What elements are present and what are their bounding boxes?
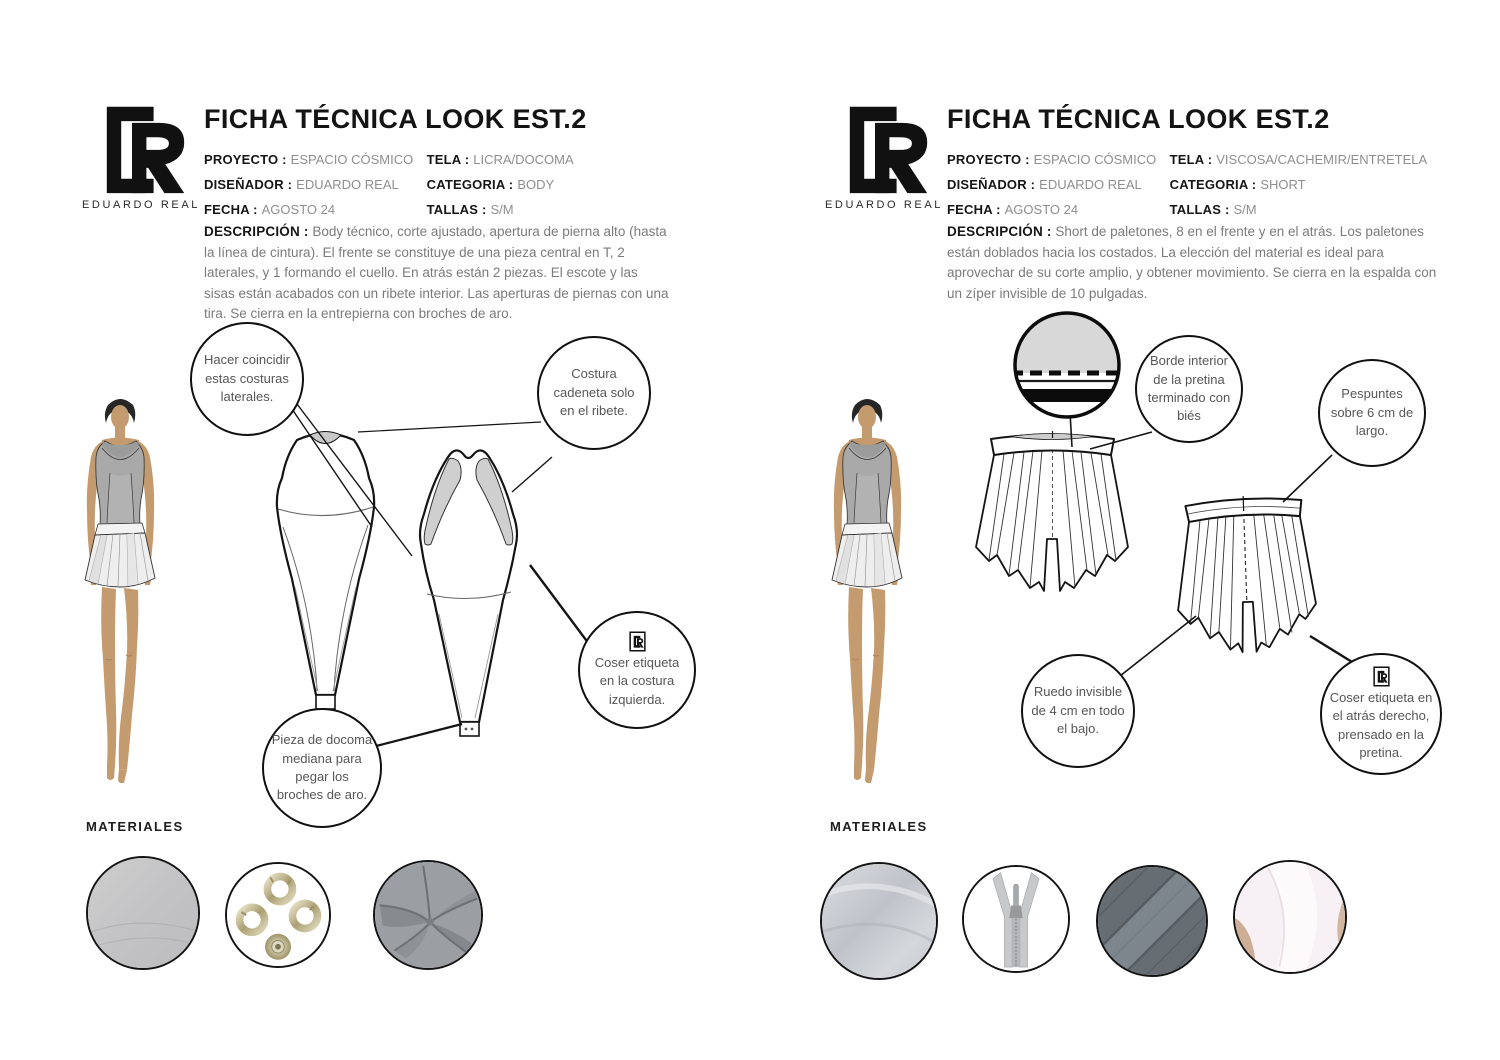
callout-text: Pespuntes sobre 6 cm de largo. [1330,386,1414,439]
callout-text: Borde interior de la pretina terminado c… [1147,353,1231,424]
brand-name: EDUARDO REAL [825,199,943,211]
callout-text: Coser etiqueta en el atrás derecho, pren… [1329,689,1433,760]
field-value: AGOSTO 24 [1004,202,1079,217]
label-tag-icon [1372,666,1390,687]
body-back-flat-drawing [418,449,519,737]
field-value: BODY [517,177,555,192]
callout-side-seams: Hacer coincidir estas costuras laterales… [190,322,304,436]
field-value: EDUARDO REAL [296,177,399,192]
fashion-figure-illustration [84,399,156,783]
field-value: LICRA/DOCOMA [473,152,574,167]
ziper-invisible-swatch [962,865,1070,973]
page-title: FICHA TÉCNICA LOOK EST.2 [947,104,1330,134]
field-label: TALLAS : [1169,202,1230,217]
bies-tape-swatch [1096,865,1208,977]
body-front-flat-drawing [275,431,376,710]
callout-chain-stitch: Costura cadeneta solo en el ribete. [537,336,651,450]
description-text: Short de paletones, 8 en el frente y en … [947,224,1437,301]
callout-invisible-hem: Ruedo invisible de 4 cm en todo el bajo. [1021,654,1135,768]
field-label: DISEÑADOR : [947,177,1036,192]
entretela-fabric-swatch [1233,860,1347,974]
field-label: CATEGORIA : [426,177,514,192]
waistband-detail-zoom [1013,311,1121,419]
field-value: S/M [1233,202,1257,217]
description-text: Body técnico, corte ajustado, apertura d… [204,224,669,321]
callout-sew-label: Coser etiqueta en la costura izquierda. [578,611,696,729]
callout-topstitch: Pespuntes sobre 6 cm de largo. [1318,359,1426,467]
field-value: ESPACIO CÓSMICO [1033,152,1157,167]
field-value: AGOSTO 24 [261,202,336,217]
field-row: DISEÑADOR :EDUARDO REAL CATEGORIA :SHORT [947,172,1427,197]
field-row: FECHA :AGOSTO 24 TALLAS :S/M [204,197,574,222]
broches-de-aro-swatch [225,862,331,968]
callout-text: Hacer coincidir estas costuras laterales… [204,352,290,405]
callout-text: Ruedo invisible de 4 cm en todo el bajo. [1031,684,1125,737]
technical-sheet-body: EDUARDO REAL FICHA TÉCNICA LOOK EST.2 PR… [82,104,696,970]
technical-sheet-short: EDUARDO REAL FICHA TÉCNICA LOOK EST.2 PR… [748,0,1500,1060]
field-label: DISEÑADOR : [204,177,293,192]
description-label: DESCRIPCIÓN : [204,224,309,239]
field-row: PROYECTO :ESPACIO CÓSMICO TELA :VISCOSA/… [947,147,1427,172]
callout-sew-label-back: Coser etiqueta en el atrás derecho, pren… [1320,653,1442,775]
callout-docoma-piece: Pieza de docoma mediana para pegar los b… [262,708,382,828]
docoma-fabric-swatch [373,860,483,970]
callout-waistband-bias: Borde interior de la pretina terminado c… [1135,335,1243,443]
info-fields: PROYECTO :ESPACIO CÓSMICO TELA :LICRA/DO… [204,147,574,222]
callout-text: Costura cadeneta solo en el ribete. [553,366,635,419]
label-tag-icon [628,631,646,652]
field-value: SHORT [1260,177,1306,192]
field-value: EDUARDO REAL [1039,177,1142,192]
field-row: FECHA :AGOSTO 24 TALLAS :S/M [947,197,1427,222]
description-label: DESCRIPCIÓN : [947,224,1052,239]
field-label: PROYECTO : [204,152,287,167]
materials-heading: MATERIALES [830,819,928,834]
field-value: ESPACIO CÓSMICO [290,152,414,167]
field-label: FECHA : [204,202,258,217]
viscosa-fabric-swatch [820,862,938,980]
field-label: FECHA : [947,202,1001,217]
materials-heading: MATERIALES [86,819,184,834]
short-front-flat-drawing [975,431,1129,592]
field-label: TALLAS : [426,202,487,217]
brand-name: EDUARDO REAL [82,199,200,211]
description: DESCRIPCIÓN : Short de paletones, 8 en e… [947,222,1445,304]
fashion-figure-illustration [831,399,903,783]
licra-fabric-swatch [86,856,200,970]
info-fields: PROYECTO :ESPACIO CÓSMICO TELA :VISCOSA/… [947,147,1427,222]
field-row: PROYECTO :ESPACIO CÓSMICO TELA :LICRA/DO… [204,147,574,172]
page-title: FICHA TÉCNICA LOOK EST.2 [204,104,587,134]
field-row: DISEÑADOR :EDUARDO REAL CATEGORIA :BODY [204,172,574,197]
callout-text: Pieza de docoma mediana para pegar los b… [271,732,373,803]
description: DESCRIPCIÓN : Body técnico, corte ajusta… [204,222,669,325]
short-back-flat-drawing [1177,496,1317,654]
callout-text: Coser etiqueta en la costura izquierda. [594,654,680,707]
field-label: TELA : [426,152,470,167]
field-label: PROYECTO : [947,152,1030,167]
field-label: CATEGORIA : [1169,177,1257,192]
field-value: S/M [490,202,514,217]
field-label: TELA : [1169,152,1213,167]
field-value: VISCOSA/CACHEMIR/ENTRETELA [1216,152,1428,167]
eduardo-real-logo-icon [106,106,185,194]
eduardo-real-logo-icon [849,106,928,194]
